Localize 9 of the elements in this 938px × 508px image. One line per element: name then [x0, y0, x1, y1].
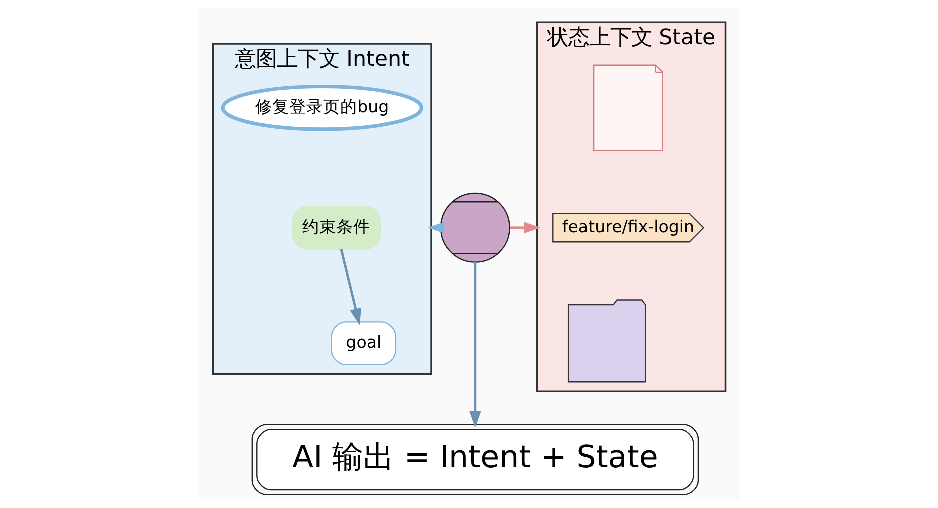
arrow	[340, 249, 362, 326]
node-folder	[567, 300, 646, 383]
arrow	[469, 262, 481, 428]
arrow	[427, 222, 444, 234]
node-box: goal	[330, 322, 396, 366]
arrow	[510, 222, 540, 234]
node-ellipse: 修复登录页的bug	[220, 84, 423, 132]
node-box: AI 输出 = Intent + State	[251, 424, 699, 496]
node-box: 约束条件	[292, 206, 381, 250]
